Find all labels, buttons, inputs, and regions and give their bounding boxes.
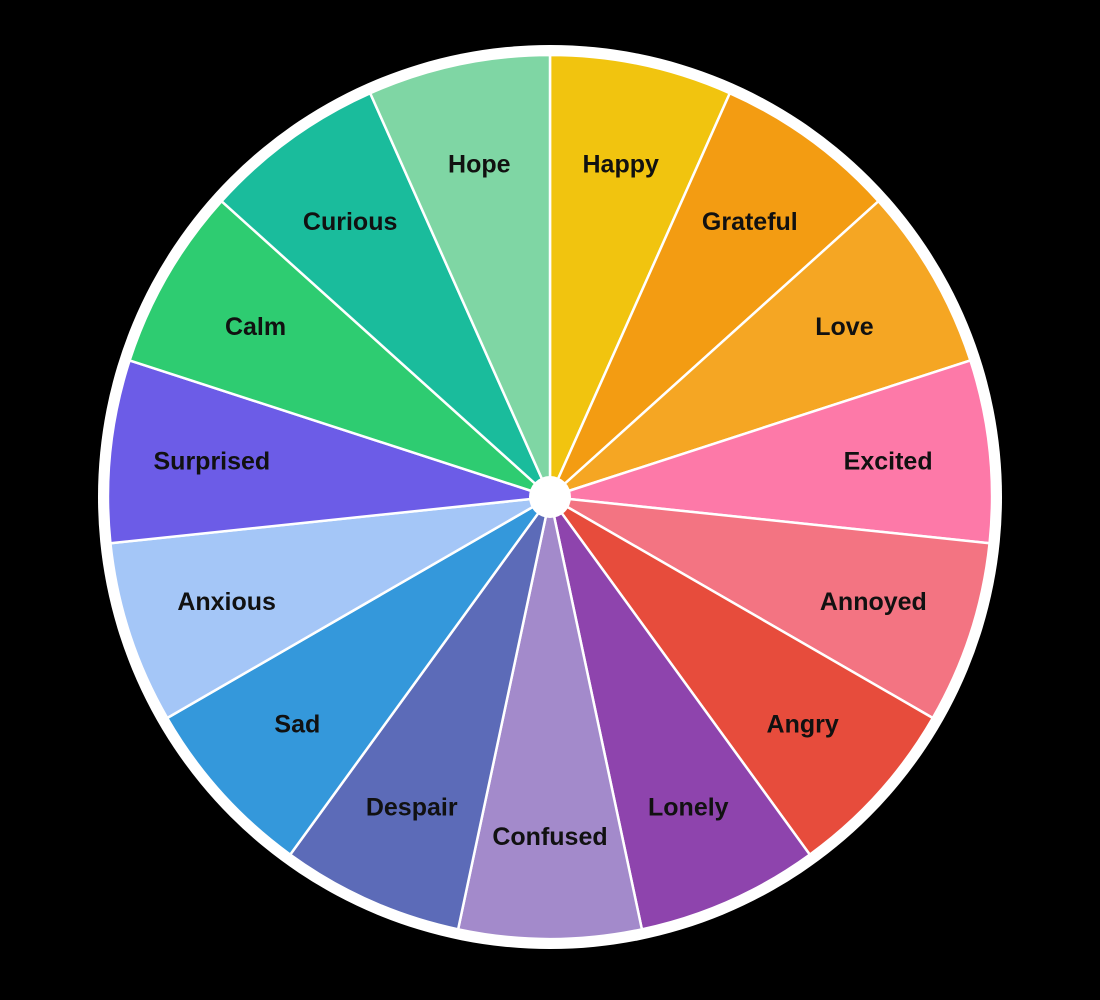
segment-label-annoyed: Annoyed (820, 588, 927, 616)
segment-label-angry: Angry (767, 711, 839, 739)
segment-confused (456, 495, 644, 941)
segment-calm (128, 199, 552, 499)
segment-lonely (548, 495, 812, 931)
segment-label-excited: Excited (844, 447, 933, 475)
segment-label-hope: Hope (448, 150, 511, 178)
segment-label-grateful: Grateful (702, 208, 798, 236)
segment-anxious (109, 495, 552, 720)
segment-sad (165, 495, 552, 856)
wheel-hub (529, 476, 571, 518)
segment-surprised (106, 359, 552, 545)
segment-label-confused: Confused (492, 823, 607, 851)
wheel-segments (106, 53, 994, 941)
segment-label-sad: Sad (274, 711, 320, 739)
segment-label-curious: Curious (303, 208, 397, 236)
segment-grateful (548, 91, 880, 499)
segment-label-love: Love (815, 313, 873, 341)
segment-label-surprised: Surprised (154, 447, 271, 475)
segment-label-happy: Happy (582, 150, 659, 178)
segment-hope (368, 53, 552, 499)
segment-annoyed (548, 495, 991, 720)
segment-label-lonely: Lonely (648, 794, 729, 822)
segment-label-anxious: Anxious (177, 588, 276, 616)
segment-label-calm: Calm (225, 313, 286, 341)
segment-love (548, 199, 972, 499)
segment-excited (548, 359, 994, 545)
segment-curious (220, 91, 552, 499)
segment-label-despair: Despair (366, 794, 458, 822)
segment-despair (288, 495, 552, 931)
segment-angry (548, 495, 935, 856)
segment-happy (548, 53, 732, 499)
wheel-labels: HappyGratefulLoveExcitedAnnoyedAngryLone… (154, 150, 933, 851)
